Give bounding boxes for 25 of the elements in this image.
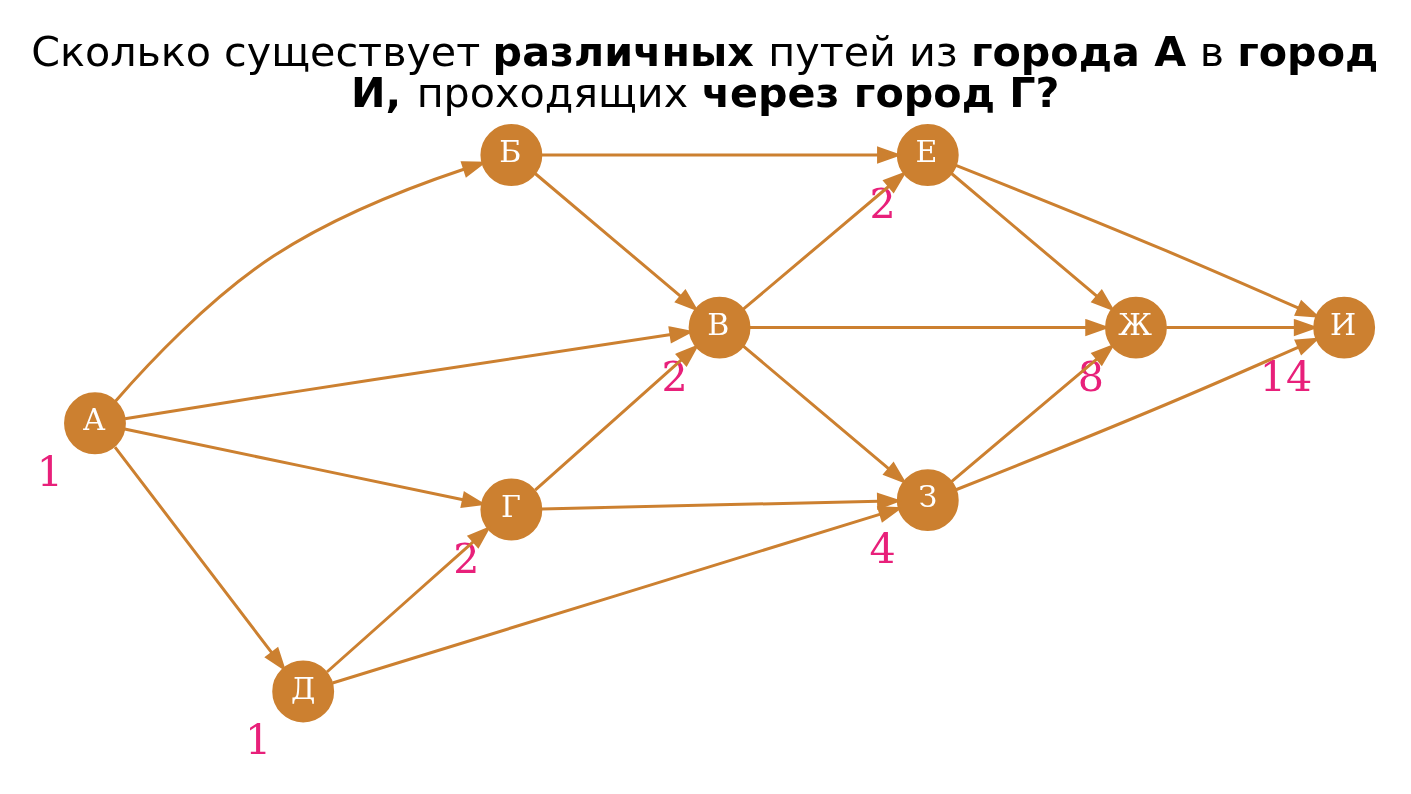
arrow (534, 172, 699, 312)
arrow (534, 343, 700, 492)
node-circle: В (688, 296, 751, 359)
diagram-title: Сколько существует различных путей из города А в город И, проходящих через город Г? (31, 28, 1379, 118)
arrow (325, 525, 492, 674)
node-circle: Г (480, 478, 543, 541)
node-circle: Д (272, 660, 335, 723)
node-label: 1 (245, 716, 272, 765)
arrow (950, 172, 1116, 312)
node-label: 1 (36, 448, 64, 497)
node-circle: Ж (1105, 296, 1167, 359)
arrow (742, 344, 908, 485)
node-circle: З (896, 469, 959, 532)
node-label: 2 (869, 180, 896, 229)
node-label: 2 (661, 352, 688, 401)
arrow (950, 343, 1116, 483)
node-circle: Е (896, 124, 959, 186)
arrow (742, 170, 908, 311)
node-circle: И (1313, 296, 1376, 359)
node-circle: А (64, 392, 126, 455)
node-label: 4 (869, 525, 896, 574)
node-label: 14 (1259, 352, 1313, 401)
arrow (113, 446, 287, 672)
node-label: 2 (453, 534, 480, 583)
node-circle: Б (480, 124, 543, 186)
